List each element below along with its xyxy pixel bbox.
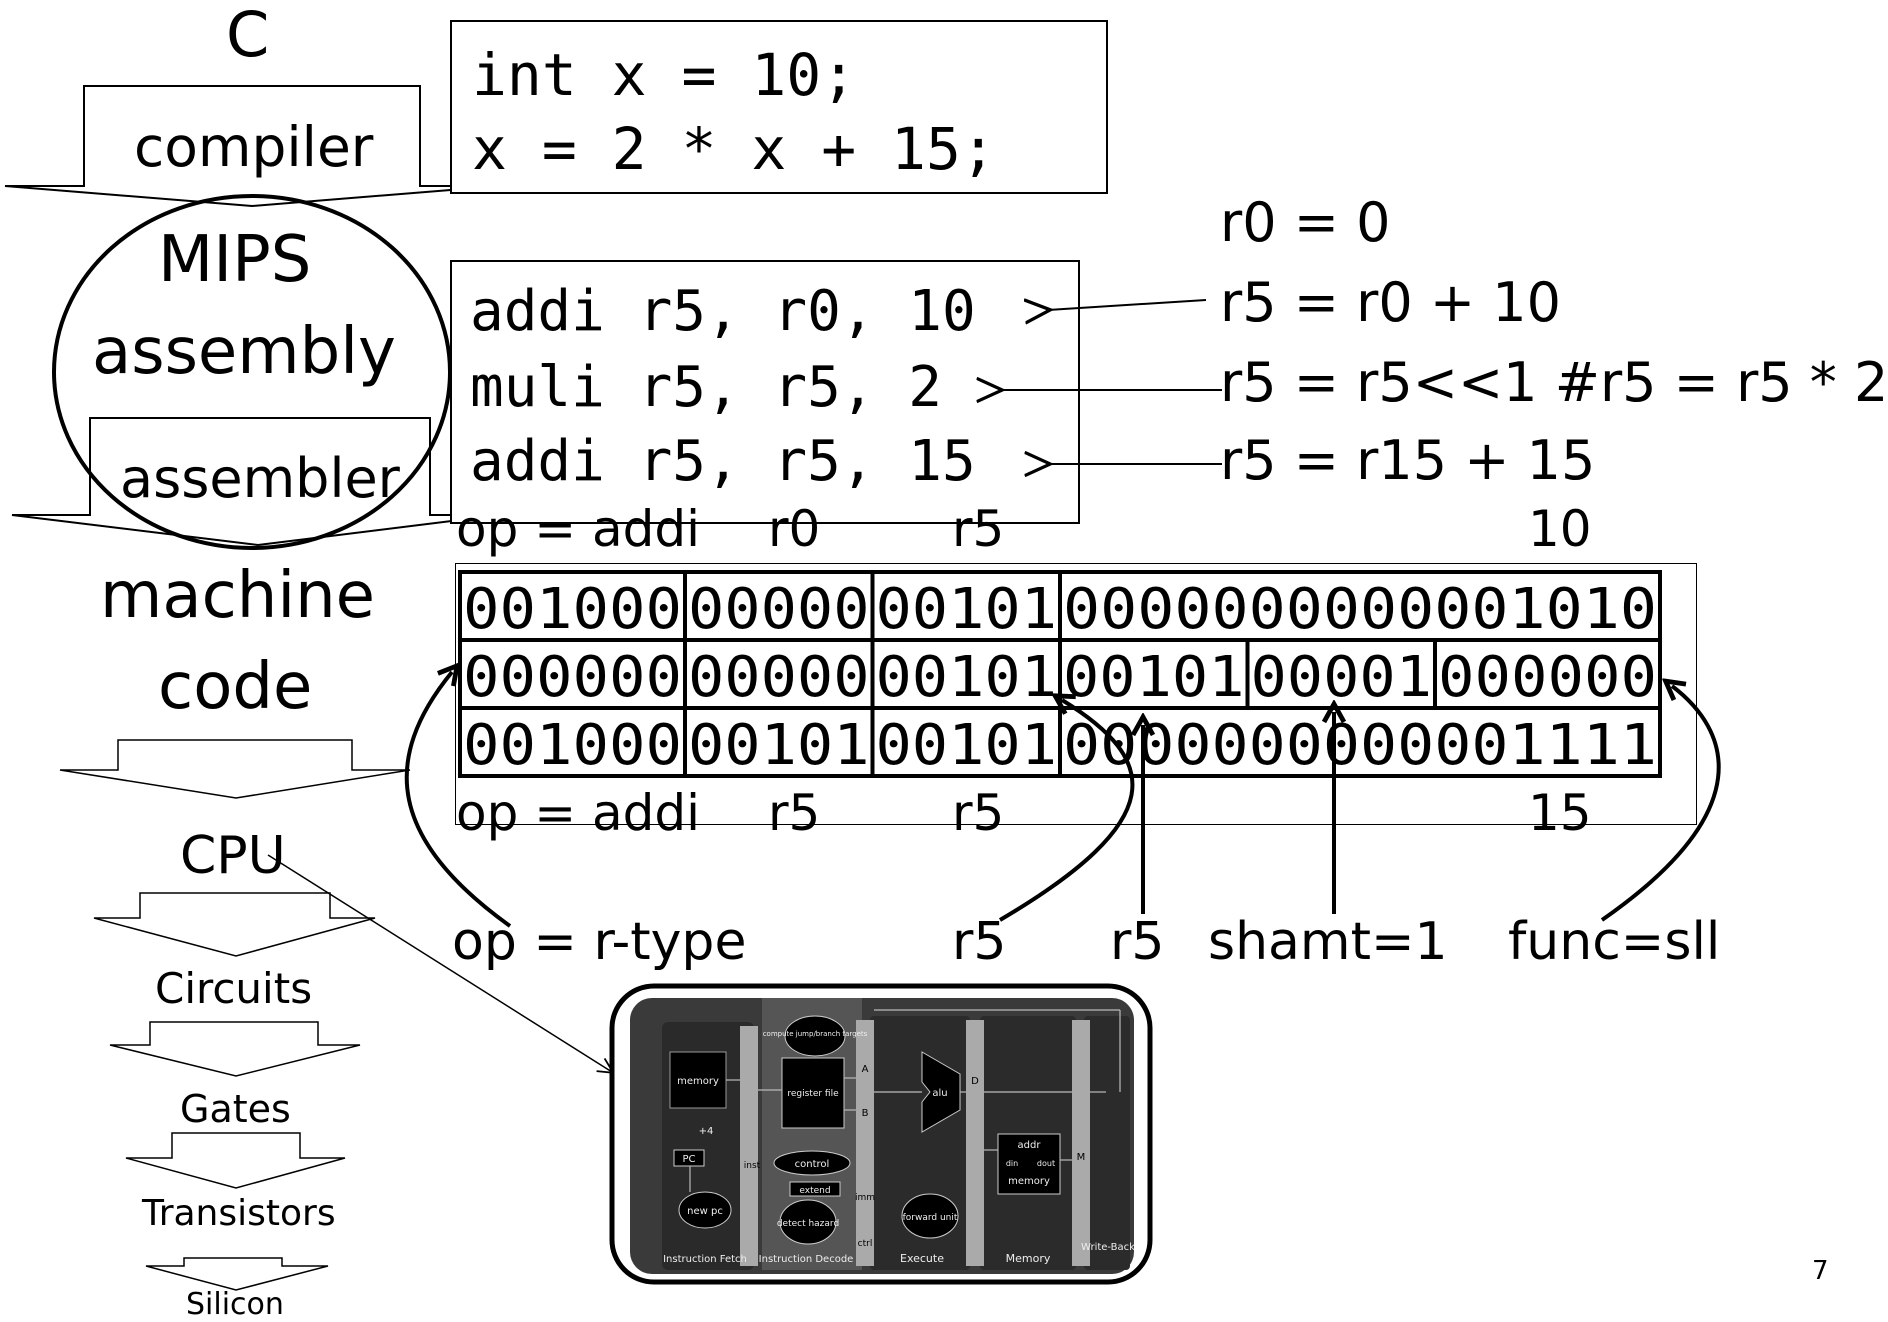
field-top-rt: r5	[952, 500, 1005, 558]
cpu-m-label: M	[1077, 1152, 1086, 1163]
rtype-rt: r5	[1110, 912, 1165, 972]
control-node	[773, 1150, 851, 1176]
cpu-memory-label: memory	[677, 1076, 719, 1087]
field-top-op: op = addi	[456, 500, 701, 558]
rtype-shamt: shamt=1	[1208, 912, 1448, 972]
data-memory-block	[997, 1133, 1061, 1195]
transistors-arrow	[145, 1257, 329, 1291]
note-r0: r0 = 0	[1220, 191, 1391, 254]
cpu-extend-label: extend	[799, 1186, 830, 1196]
pc-block	[673, 1149, 705, 1167]
machine-code-bits: 00101	[688, 713, 870, 778]
assembler-label: assembler	[120, 447, 400, 510]
c-code-line-1: int x = 10;	[472, 41, 857, 109]
field-top-imm: 10	[1528, 500, 1592, 558]
cpu-inst-label: inst	[744, 1161, 761, 1171]
field-bottom-rs: r5	[768, 784, 821, 842]
machine-code-bits: 0000000000001111	[1063, 713, 1657, 778]
machine-label: machine	[100, 559, 376, 633]
cpu-control-label: control	[795, 1159, 830, 1170]
machine-code-bits: 00000	[688, 645, 870, 710]
extend-block	[789, 1181, 841, 1197]
compute-targets-node	[784, 1015, 846, 1057]
note-addi-2: r5 = r15 + 15	[1220, 429, 1596, 492]
c-code-line-2: x = 2 * x + 15;	[472, 115, 996, 183]
silicon-label: Silicon	[186, 1287, 284, 1322]
cpu-forward-label: forward unit	[903, 1213, 958, 1223]
cpu-stage-decode: Instruction Decode	[759, 1254, 854, 1265]
register-file-block	[781, 1057, 845, 1129]
cpu-stage-execute: Execute	[900, 1252, 944, 1265]
cpu-ctrl-label: ctrl	[858, 1239, 873, 1249]
cpu-dmemory-label: memory	[1008, 1176, 1050, 1187]
compiler-arrow	[4, 85, 501, 208]
code-label: code	[158, 650, 313, 724]
cpu-hazard-label: detect hazard	[777, 1219, 839, 1229]
asm-line-1: addi r5, r0, 10	[470, 279, 976, 344]
machine-code-bits: 00000	[688, 577, 870, 642]
compiler-label: compiler	[134, 115, 374, 179]
cpu-pipeline-diagram: compute jump/branch targets memory +4 PC…	[609, 983, 1153, 1285]
new-pc-node	[678, 1191, 732, 1229]
cpu-addr-label: addr	[1018, 1140, 1042, 1151]
cpu-imm-label: imm	[855, 1193, 875, 1203]
cpu-b-label: B	[862, 1108, 869, 1119]
asm-line-3: addi r5, r5, 15	[470, 429, 976, 494]
rtype-func: func=sll	[1508, 912, 1721, 972]
machine-code-bits: 001000	[463, 577, 682, 642]
cpu-compute-label: compute jump/branch targets	[763, 1030, 868, 1038]
cpu-regfile-label: register file	[787, 1089, 839, 1099]
cpu-din-label: din	[1006, 1159, 1018, 1168]
machine-code-bits: 00101	[876, 577, 1058, 642]
rtype-rd: r5	[952, 912, 1007, 972]
cpu-stage-writeback: Write-Back	[1081, 1242, 1135, 1253]
asm-code-box: addi r5, r0, 10 muli r5, r5, 2 addi r5, …	[450, 260, 1080, 524]
cpu-d-label: D	[971, 1076, 979, 1087]
asm-line-2: muli r5, r5, 2	[470, 355, 943, 420]
machine-code-arrow	[59, 739, 411, 799]
cpu-stage-memory: Memory	[1006, 1252, 1051, 1265]
machine-code-bits: 00001	[1251, 645, 1433, 710]
page-number: 7	[1812, 1256, 1829, 1286]
machine-code-bits: 0000000000001010	[1063, 577, 1657, 642]
gates-arrow	[125, 1132, 346, 1189]
cpu-newpc-label: new pc	[687, 1206, 723, 1217]
mips-label: MIPS	[158, 223, 312, 297]
cpu-stage-fetch: Instruction Fetch	[663, 1254, 747, 1265]
c-code-box: int x = 10; x = 2 * x + 15;	[450, 20, 1108, 194]
field-bottom-rt: r5	[952, 784, 1005, 842]
note-muli: r5 = r5<<1 #r5 = r5 * 2	[1220, 351, 1888, 414]
assembly-label: assembly	[92, 315, 396, 389]
cpu-a-label: A	[862, 1064, 869, 1075]
alu-block	[921, 1051, 961, 1133]
cpu-alu-label: alu	[932, 1088, 947, 1099]
note-addi-1: r5 = r0 + 10	[1220, 271, 1561, 334]
forward-unit-node	[901, 1193, 959, 1239]
cpu-dout-label: dout	[1037, 1159, 1055, 1168]
cpu-pc-label: PC	[682, 1154, 695, 1165]
cpu-plus4-label: +4	[699, 1126, 714, 1137]
detect-hazard-node	[779, 1199, 837, 1245]
instruction-memory-block	[669, 1051, 727, 1109]
field-bottom-imm: 15	[1528, 784, 1592, 842]
gates-label: Gates	[180, 1087, 291, 1131]
transistors-label: Transistors	[142, 1193, 336, 1234]
c-label: C	[226, 0, 270, 71]
field-top-rs: r0	[768, 500, 821, 558]
